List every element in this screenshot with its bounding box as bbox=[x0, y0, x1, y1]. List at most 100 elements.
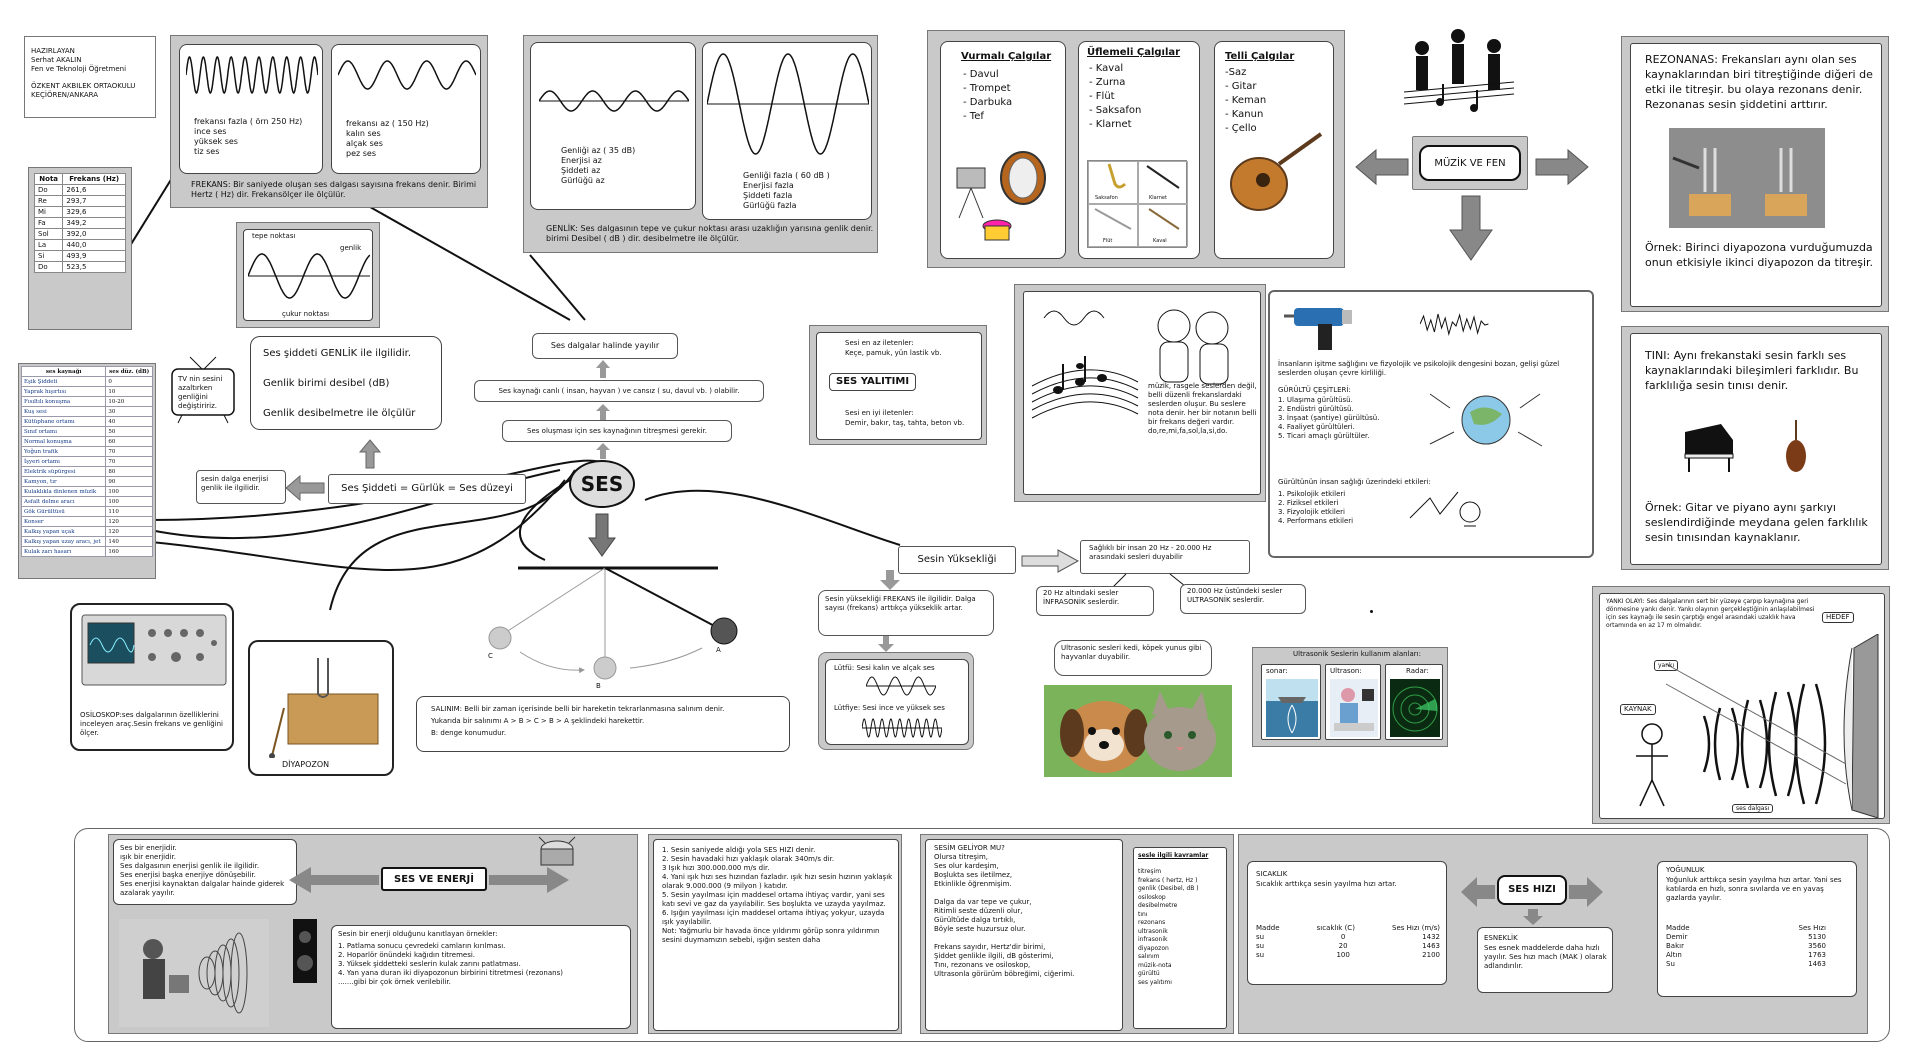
low-frequency-wave bbox=[338, 60, 476, 90]
insulation-best-l1: Sesi en iyi iletenler: bbox=[845, 409, 914, 417]
list-item: tını bbox=[1138, 910, 1148, 918]
poem-line: Böyle seste huzursuz olur. bbox=[934, 925, 1026, 933]
noise-wave-path bbox=[1420, 313, 1489, 336]
tv-illustration: TV nin sesini azaltırken genliğini değiş… bbox=[170, 355, 238, 425]
wind-card: Üflemeli Çalgılar - Kaval- Zurna- Flüt- … bbox=[1078, 41, 1200, 259]
table-cell: 0 bbox=[105, 376, 153, 387]
table-cell: 349,2 bbox=[62, 217, 126, 229]
radar-icon bbox=[1390, 679, 1440, 737]
speed-info-card: 1. Sesin saniyede aldığı yola SES HIZI d… bbox=[653, 839, 899, 1031]
table-cell: 3560 bbox=[1808, 942, 1826, 950]
poem-line: Boşlukta ses iletilmez, bbox=[934, 871, 1013, 879]
percussion-title: Vurmalı Çalgılar bbox=[961, 51, 1052, 62]
percussion-card: Vurmalı Çalgılar - Davul- Trompet- Darbu… bbox=[940, 41, 1066, 259]
clarinet-icon bbox=[1146, 165, 1180, 189]
timbre-card: TINI: Aynı frekanstaki sesin farklı ses … bbox=[1630, 333, 1882, 565]
low-amp-l4: Gürlüğü az bbox=[561, 176, 605, 185]
table-cell: Yaprak hışırtısı bbox=[20, 386, 107, 397]
poem-line: Ultrasonla görürüm böbreğimi, ciğerimi. bbox=[934, 970, 1075, 978]
table-cell: 440,0 bbox=[62, 239, 126, 251]
list-item: 4. Performans etkileri bbox=[1278, 517, 1354, 525]
table-cell: Asfalt delme aracı bbox=[20, 496, 107, 507]
list-item: ultrasonik bbox=[1138, 927, 1168, 935]
high-frequency-card: frekansı fazla ( örn 250 Hz) ince ses yü… bbox=[179, 44, 323, 174]
table-cell: Ses Hızı bbox=[1798, 924, 1826, 932]
high-freq-l1: frekansı fazla ( örn 250 Hz) bbox=[194, 117, 303, 126]
chain-vibration-text: Ses oluşması için ses kaynağının titreşm… bbox=[527, 427, 707, 435]
poem-line: SESİM GELİYOR MU? bbox=[934, 844, 1005, 852]
poem-line: Ritimli seste düzenli olur, bbox=[934, 907, 1023, 915]
energy-examples-card: Sesin bir enerji olduğunu kanıtlayan örn… bbox=[331, 925, 631, 1029]
intensity-equation-text: Ses Şiddeti = Gürlük = Ses düzeyi bbox=[341, 483, 513, 494]
author-school: ÖZKENT AKBILEK ORTAOKULU bbox=[31, 82, 136, 90]
music-science-label: MÜZİK VE FEN bbox=[1419, 145, 1521, 181]
table-cell: 160 bbox=[105, 546, 153, 557]
piano-icon bbox=[1684, 424, 1734, 472]
list-item: titreşim bbox=[1138, 868, 1162, 875]
poem-line: Ses olur kardeşim, bbox=[934, 862, 999, 870]
amplitude-label: genlik bbox=[340, 244, 362, 252]
wave-path bbox=[186, 56, 318, 95]
intensity-l3: Genlik desibelmetre ile ölçülür bbox=[263, 408, 416, 419]
table-cell: Altın bbox=[1666, 951, 1682, 959]
energy-fact: Ses bir enerjidir. bbox=[120, 844, 177, 852]
pendulum-diagram bbox=[488, 566, 738, 680]
saxophone-icon bbox=[1107, 163, 1127, 189]
list-item: - Keman bbox=[1225, 95, 1267, 106]
intensity-l2: Genlik birimi desibel (dB) bbox=[263, 378, 390, 389]
sonar-label: sonar: bbox=[1266, 667, 1288, 675]
sonar-icon bbox=[1266, 679, 1318, 737]
table-cell: Sınıf ortamı bbox=[20, 426, 107, 437]
resonance-panel: REZONANAS: Frekansları aynı olan ses kay… bbox=[1621, 36, 1889, 312]
high-frequency-wave bbox=[186, 56, 318, 95]
pitch-examples-card: Lütfü: Sesi kalın ve alçak ses Lütfiye: … bbox=[825, 659, 969, 745]
list-item: - Davul bbox=[963, 69, 999, 80]
speed-info-list: 1. Sesin saniyede aldığı yola SES HIZI d… bbox=[662, 846, 894, 945]
table-cell: Su bbox=[1666, 960, 1675, 968]
string-card: Telli Çalgılar -Saz- Gitar- Keman- Kanun… bbox=[1214, 41, 1334, 259]
instruments-panel: Vurmalı Çalgılar - Davul- Trompet- Darbu… bbox=[927, 30, 1345, 268]
pitch-title-text: Sesin Yüksekliği bbox=[917, 554, 997, 565]
table-cell: su bbox=[1256, 942, 1265, 950]
echo-label: yankı bbox=[1654, 660, 1679, 671]
poem-line bbox=[934, 889, 1074, 898]
list-item: 3. Fizyolojik etkileri bbox=[1278, 508, 1345, 516]
energy-panel: Ses bir enerjidir.ışık bir enerjidir.Ses… bbox=[108, 834, 638, 1034]
table-cell: Normal konuşma bbox=[20, 436, 107, 447]
list-item: 1. Psikolojik etkileri bbox=[1278, 490, 1346, 498]
arrow-down-icon bbox=[588, 513, 616, 557]
elasticity-card: ESNEKLİK Ses esnek maddelerde daha hızlı… bbox=[1477, 927, 1613, 993]
temperature-text: Sıcaklık arttıkça sesin yayılma hızı art… bbox=[1256, 880, 1397, 888]
echo-wave-label: ses dalgası bbox=[1732, 804, 1774, 813]
list-item: müzik-nota bbox=[1138, 961, 1172, 969]
hearing-range: Sağlıklı bir insan 20 Hz - 20.000 Hz ara… bbox=[1080, 540, 1250, 574]
resonance-l1: REZONANAS: Frekansları aynı olan ses kay… bbox=[1645, 53, 1873, 111]
table-cell: 140 bbox=[105, 536, 153, 547]
list-item: 3. İnşaat (şantiye) gürültüsü. bbox=[1278, 414, 1380, 422]
pendulum-label-b: B bbox=[596, 682, 601, 690]
drill-icon bbox=[1284, 308, 1352, 350]
tv-note: TV nin sesini azaltırken genliğini değiş… bbox=[178, 375, 223, 410]
list-item: - Kanun bbox=[1225, 109, 1264, 120]
animals-text: Ultrasonic sesleri kedi, köpek yunus gib… bbox=[1061, 644, 1202, 661]
arrow-up-icon bbox=[596, 404, 610, 420]
sonar-card: sonar: bbox=[1261, 664, 1321, 740]
table-cell: İşyeri ortamı bbox=[20, 456, 107, 467]
table-cell: Elektrik süpürgesi bbox=[20, 466, 107, 477]
list-item: 5. Sesin yayılması için maddesel ortama … bbox=[662, 891, 886, 908]
flute-icon bbox=[1094, 208, 1132, 230]
table-cell: 1463 bbox=[1422, 942, 1440, 950]
high-freq-l4: tiz ses bbox=[194, 147, 220, 156]
echo-target-label: HEDEF bbox=[1822, 612, 1854, 623]
table-cell: Do bbox=[33, 184, 64, 196]
table-cell: Mi bbox=[33, 206, 64, 218]
table-cell: 110 bbox=[105, 506, 153, 517]
